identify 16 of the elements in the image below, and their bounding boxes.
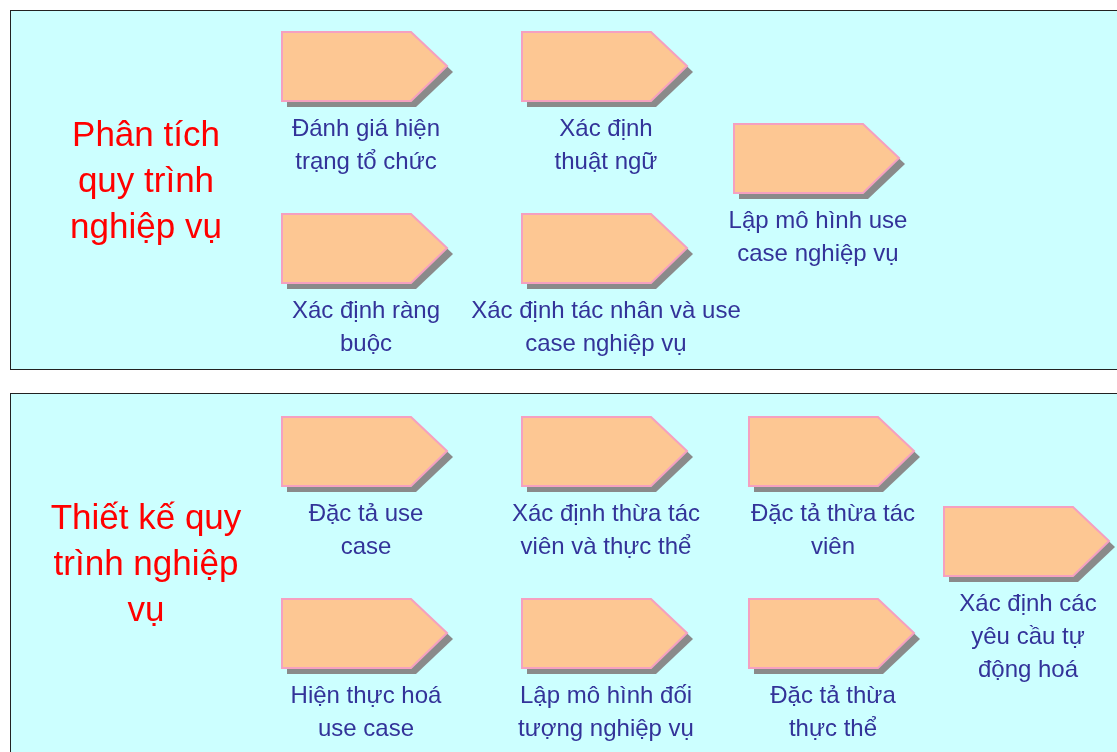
step-label: Đánh giá hiện trạng tổ chức xyxy=(290,113,442,176)
section-title: Phân tích quy trình nghiệp vụ xyxy=(69,113,223,247)
step-label: Đặc tả thừa tác viên xyxy=(749,498,917,561)
step-label: Đặc tả thừa thực thể xyxy=(769,680,897,743)
step-label: Hiện thực hoá use case xyxy=(289,680,443,743)
step-label: Xác định thuật ngữ xyxy=(553,113,659,176)
step-label: Xác định tác nhân và use case nghiệp vụ xyxy=(471,295,741,358)
step-label: Lập mô hình use case nghiệp vụ xyxy=(727,205,909,268)
step-label: Lập mô hình đối tượng nghiệp vụ xyxy=(517,680,695,743)
step-label: Xác định thừa tác viên và thực thể xyxy=(511,498,701,561)
section-panel xyxy=(10,10,1117,370)
step-label: Xác định các yêu cầu tự động hoá xyxy=(958,588,1098,684)
step-label: Đặc tả use case xyxy=(307,498,425,561)
section-panel xyxy=(10,393,1117,752)
step-label: Xác định ràng buộc xyxy=(290,295,442,358)
section-title: Thiết kế quy trình nghiệp vụ xyxy=(49,496,243,630)
